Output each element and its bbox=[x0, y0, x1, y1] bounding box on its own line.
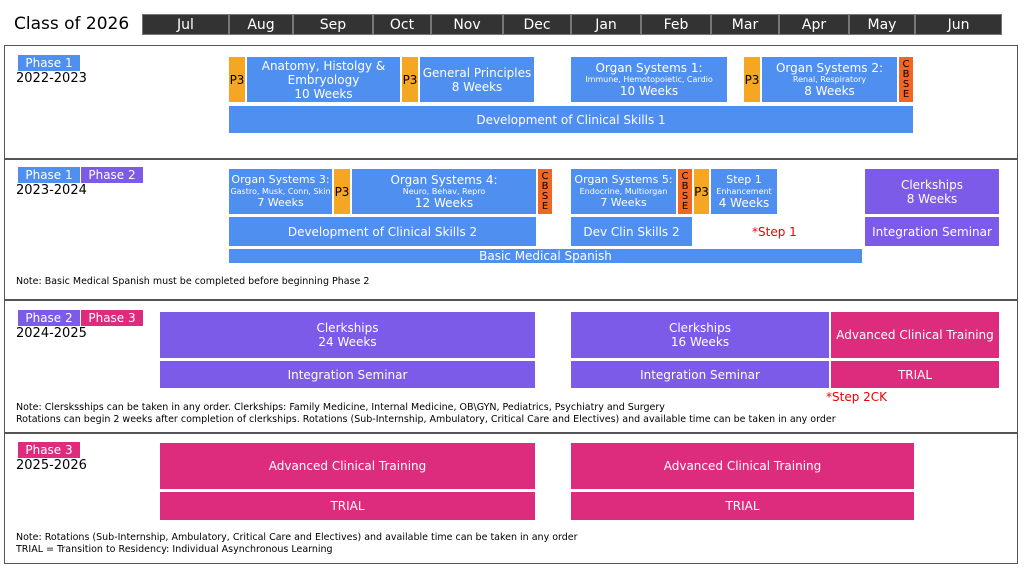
clerkships-16-block: Clerkships 16 Weeks bbox=[570, 311, 830, 359]
os4-weeks: 12 Weeks bbox=[414, 196, 474, 210]
organ-systems-3-block: Organ Systems 3: Gastro, Musk, Conn, Ski… bbox=[228, 168, 333, 215]
phase-1-badge: Phase 1 bbox=[18, 55, 80, 71]
clerkB-title: Clerkships bbox=[668, 321, 732, 335]
month-feb: Feb bbox=[641, 14, 711, 35]
cbse-block: CBSE bbox=[677, 168, 693, 215]
integration-seminar-block: Integration Seminar bbox=[864, 216, 1000, 247]
os3-title: Organ Systems 3: bbox=[231, 173, 330, 186]
step1-marker: *Step 1 bbox=[752, 225, 797, 239]
month-jan: Jan bbox=[571, 14, 641, 35]
clerk-weeks: 8 Weeks bbox=[906, 191, 958, 206]
os4-title: Organ Systems 4: bbox=[390, 173, 498, 187]
phase-2-badge: Phase 2 bbox=[81, 167, 143, 183]
month-jun: Jun bbox=[915, 14, 1002, 35]
month-apr: Apr bbox=[779, 14, 849, 35]
p3-block: P3 bbox=[743, 56, 761, 103]
step2ck-marker: *Step 2CK bbox=[826, 390, 888, 404]
os3-sub: Gastro, Musk, Conn, Skin bbox=[230, 187, 331, 196]
step1-title: Step 1 bbox=[726, 173, 762, 186]
os1-sub: Immune, Hemotopoietic, Cardio bbox=[585, 75, 713, 84]
anatomy-block: Anatomy, Histolgy & Embryology 10 Weeks bbox=[246, 56, 401, 103]
general-title: General Principles bbox=[422, 65, 532, 80]
spanish-block: Basic Medical Spanish bbox=[228, 248, 863, 264]
os2-title: Organ Systems 2: bbox=[775, 61, 884, 75]
p3-block: P3 bbox=[693, 168, 710, 215]
month-aug: Aug bbox=[229, 14, 293, 35]
os5-sub: Endocrine, Multiorgan bbox=[579, 187, 668, 196]
month-nov: Nov bbox=[431, 14, 503, 35]
os2-weeks: 8 Weeks bbox=[804, 84, 855, 98]
year-label: 2023-2024 bbox=[16, 183, 87, 198]
integration-seminar-block: Integration Seminar bbox=[570, 360, 830, 389]
clerkB-weeks: 16 Weeks bbox=[670, 335, 730, 349]
organ-systems-4-block: Organ Systems 4: Neuro, Behav, Repro 12 … bbox=[351, 168, 537, 215]
note-spanish: Note: Basic Medical Spanish must be comp… bbox=[16, 276, 370, 287]
p3-block: P3 bbox=[401, 56, 419, 103]
phase-1-badge: Phase 1 bbox=[18, 167, 80, 183]
advanced-clinical-block: Advanced Clinical Training bbox=[570, 442, 915, 490]
general-weeks: 8 Weeks bbox=[451, 79, 503, 94]
note-rotations: Rotations can begin 2 weeks after comple… bbox=[16, 414, 836, 425]
p3-block: P3 bbox=[333, 168, 351, 215]
year-label: 2024-2025 bbox=[16, 326, 87, 341]
os5-title: Organ Systems 5: bbox=[574, 173, 673, 186]
month-dec: Dec bbox=[503, 14, 571, 35]
clerkships-block: Clerkships 8 Weeks bbox=[864, 168, 1000, 215]
organ-systems-1-block: Organ Systems 1: Immune, Hemotopoietic, … bbox=[570, 56, 728, 103]
trial-block: TRIAL bbox=[159, 491, 536, 521]
step1-weeks: 4 Weeks bbox=[718, 196, 770, 210]
phase-3-badge: Phase 3 bbox=[18, 442, 80, 458]
note-clerkships: Note: Clersksships can be taken in any o… bbox=[16, 402, 665, 413]
integration-seminar-block: Integration Seminar bbox=[159, 360, 536, 389]
cbse-block: CBSE bbox=[537, 168, 553, 215]
clerkships-24-block: Clerkships 24 Weeks bbox=[159, 311, 536, 359]
step1-enhancement-block: Step 1 Enhancement 4 Weeks bbox=[710, 168, 778, 215]
os3-weeks: 7 Weeks bbox=[257, 196, 304, 209]
month-oct: Oct bbox=[373, 14, 431, 35]
general-principles-block: General Principles 8 Weeks bbox=[419, 56, 535, 103]
os1-title: Organ Systems 1: bbox=[595, 61, 703, 75]
cbse-block: CBSE bbox=[898, 56, 914, 103]
os5-weeks: 7 Weeks bbox=[600, 196, 647, 209]
os1-weeks: 10 Weeks bbox=[619, 84, 679, 98]
os2-sub: Renal, Respiratory bbox=[792, 75, 867, 84]
note-trial: TRIAL = Transition to Residency: Individ… bbox=[16, 544, 333, 555]
dcs1-block: Development of Clinical Skills 1 bbox=[228, 105, 914, 134]
anatomy-title-2: Embryology bbox=[287, 72, 360, 87]
trial-block: TRIAL bbox=[570, 491, 915, 521]
clerk-title: Clerkships bbox=[900, 177, 964, 192]
month-mar: Mar bbox=[711, 14, 779, 35]
phase-2-badge: Phase 2 bbox=[18, 310, 80, 326]
p3-block: P3 bbox=[228, 56, 246, 103]
organ-systems-2-block: Organ Systems 2: Renal, Respiratory 8 We… bbox=[761, 56, 898, 103]
clerkA-title: Clerkships bbox=[316, 321, 379, 335]
advanced-clinical-block: Advanced Clinical Training bbox=[830, 311, 1000, 359]
organ-systems-5-block: Organ Systems 5: Endocrine, Multiorgan 7… bbox=[570, 168, 677, 215]
month-jul: Jul bbox=[142, 14, 229, 35]
year-label: 2022-2023 bbox=[16, 71, 87, 86]
clerkA-weeks: 24 Weeks bbox=[318, 335, 377, 349]
anatomy-title: Anatomy, Histolgy & bbox=[261, 58, 386, 73]
month-sep: Sep bbox=[293, 14, 373, 35]
os4-sub: Neuro, Behav, Repro bbox=[402, 187, 486, 196]
trial-block: TRIAL bbox=[830, 360, 1000, 389]
anatomy-weeks: 10 Weeks bbox=[294, 86, 353, 101]
note-rotations: Note: Rotations (Sub-Internship, Ambulat… bbox=[16, 532, 578, 543]
step1-sub: Enhancement bbox=[716, 187, 772, 196]
month-may: May bbox=[849, 14, 915, 35]
advanced-clinical-block: Advanced Clinical Training bbox=[159, 442, 536, 490]
dcs2-short-block: Dev Clin Skills 2 bbox=[570, 216, 693, 247]
dcs2-block: Development of Clinical Skills 2 bbox=[228, 216, 537, 247]
year-label: 2025-2026 bbox=[16, 458, 87, 473]
page-title: Class of 2026 bbox=[14, 14, 130, 34]
phase-3-badge: Phase 3 bbox=[81, 310, 143, 326]
